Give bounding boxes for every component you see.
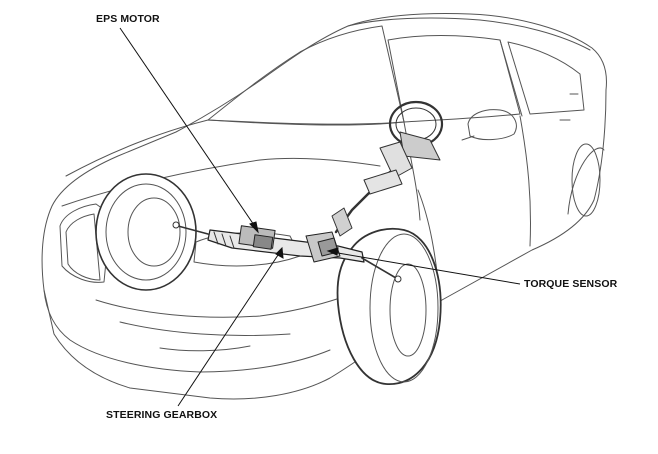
windshield <box>208 26 404 124</box>
front-right-hub <box>390 264 426 356</box>
mirror-mount <box>462 136 474 140</box>
right-tie-rod-end <box>395 276 401 282</box>
eps-motor-leader <box>119 27 257 229</box>
front-right-rim <box>370 234 438 382</box>
left-tie-rod-end <box>173 222 179 228</box>
eps-motor-label: EPS MOTOR <box>96 13 160 25</box>
grille-inner <box>66 214 100 280</box>
column-bracket <box>364 170 402 194</box>
rear-door-line <box>520 116 531 246</box>
gearbox-arrow <box>275 246 284 259</box>
torque-sensor-label: TORQUE SENSOR <box>524 278 618 290</box>
side-mirror <box>468 110 516 140</box>
front-left-rim <box>128 198 180 266</box>
rear-side-window <box>508 42 584 114</box>
bumper-lip <box>120 322 290 336</box>
torque-sensor-leader <box>331 251 521 285</box>
car-body-outline <box>42 14 606 400</box>
eps-motor-housing <box>253 235 272 249</box>
lower-grille <box>96 298 340 317</box>
right-tie-rod <box>362 258 396 278</box>
eps-motor-arrow <box>249 221 259 234</box>
front-bumper <box>44 290 330 372</box>
left-tie-rod <box>178 226 208 234</box>
rear-wheel <box>572 144 600 216</box>
rack-boot <box>214 232 234 248</box>
roof-line <box>348 18 590 50</box>
fog-lamp <box>160 346 250 351</box>
gearbox-leader <box>177 251 281 407</box>
intermediate-shaft <box>332 208 352 236</box>
front-left-tire <box>96 174 196 290</box>
steering-column <box>380 142 412 178</box>
b-pillar <box>500 40 522 116</box>
steering-gearbox-label: STEERING GEARBOX <box>106 409 218 421</box>
front-left-tire-inner <box>106 184 186 280</box>
torque-sensor-arrow <box>326 247 339 256</box>
rear-wheel-arch <box>568 148 604 214</box>
hood-outline <box>66 120 420 220</box>
